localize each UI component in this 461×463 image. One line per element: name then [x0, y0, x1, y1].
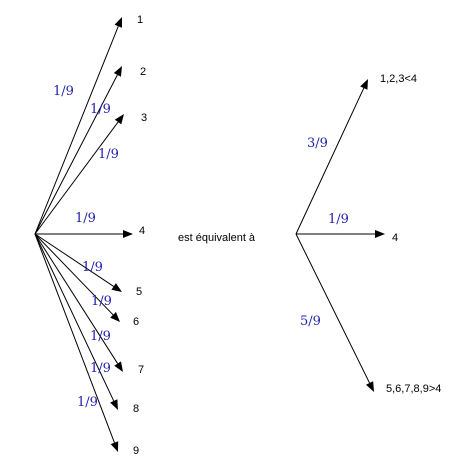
left-probability-label-6: 1/9 [91, 294, 112, 309]
left-outcome-label-7: 7 [138, 364, 144, 376]
right-branch-1-line [295, 87, 365, 235]
left-branch-2-arrowhead [113, 66, 122, 77]
right-tree: 1,2,3<4 3/9 4 1/9 5,6,7,8,9>4 5/9 [295, 73, 441, 395]
left-probability-label-7: 1/9 [90, 329, 111, 344]
left-outcome-label-2: 2 [140, 66, 146, 78]
left-probability-label-4: 1/9 [75, 211, 96, 226]
left-branch-8-line [34, 233, 115, 402]
left-branch-7-arrowhead [114, 361, 123, 372]
left-probability-label-2: 1/9 [90, 102, 111, 117]
right-outcome-label-1: 1,2,3<4 [380, 73, 417, 85]
left-outcome-label-5: 5 [136, 286, 142, 298]
left-branch-2-line [34, 74, 118, 235]
right-branch-1-arrowhead [360, 79, 368, 90]
left-branch-1-arrowhead [114, 17, 122, 28]
left-probability-label-1: 1/9 [53, 84, 74, 99]
left-branch-6-line [34, 233, 114, 316]
right-branch-2-arrowhead [375, 230, 385, 238]
right-branch-3-line [295, 233, 371, 384]
left-branch-3-line [34, 121, 119, 235]
left-branch-5-arrowhead [111, 283, 122, 292]
left-probability-label-9: 1/9 [77, 395, 98, 410]
left-probability-label-3: 1/9 [98, 147, 119, 162]
right-probability-label-3: 5/9 [300, 314, 321, 329]
left-branch-8-arrowhead [110, 399, 118, 410]
left-outcome-label-1: 1 [137, 14, 143, 26]
left-branch-5-line [34, 233, 114, 287]
left-branch-9-line [34, 233, 115, 443]
left-outcome-label-6: 6 [133, 316, 139, 328]
right-branch-3-arrowhead [365, 381, 374, 392]
left-probability-label-8: 1/9 [90, 361, 111, 376]
left-branch-6-arrowhead [110, 312, 120, 322]
left-probability-label-5: 1/9 [82, 260, 103, 275]
left-tree: 1 1/9 2 1/9 3 1/9 4 1/9 5 1/9 6 1/9 7 1/9 8 1/9 9 1/9 [34, 14, 147, 457]
left-outcome-label-8: 8 [133, 403, 139, 415]
left-outcome-label-9: 9 [133, 445, 139, 457]
right-probability-label-2: 1/9 [328, 212, 349, 227]
right-outcome-label-2: 4 [392, 232, 398, 244]
left-outcome-label-4: 4 [139, 225, 145, 237]
left-branch-9-arrowhead [110, 441, 119, 452]
left-branch-3-arrowhead [114, 114, 124, 125]
right-outcome-label-3: 5,6,7,8,9>4 [386, 383, 441, 395]
left-outcome-label-3: 3 [141, 112, 147, 124]
left-branch-7-line [34, 233, 119, 364]
left-branch-4-arrowhead [123, 230, 133, 238]
equivalence-text: est équivalent à [178, 232, 256, 244]
right-probability-label-1: 3/9 [307, 136, 328, 151]
left-branch-1-line [34, 26, 119, 235]
